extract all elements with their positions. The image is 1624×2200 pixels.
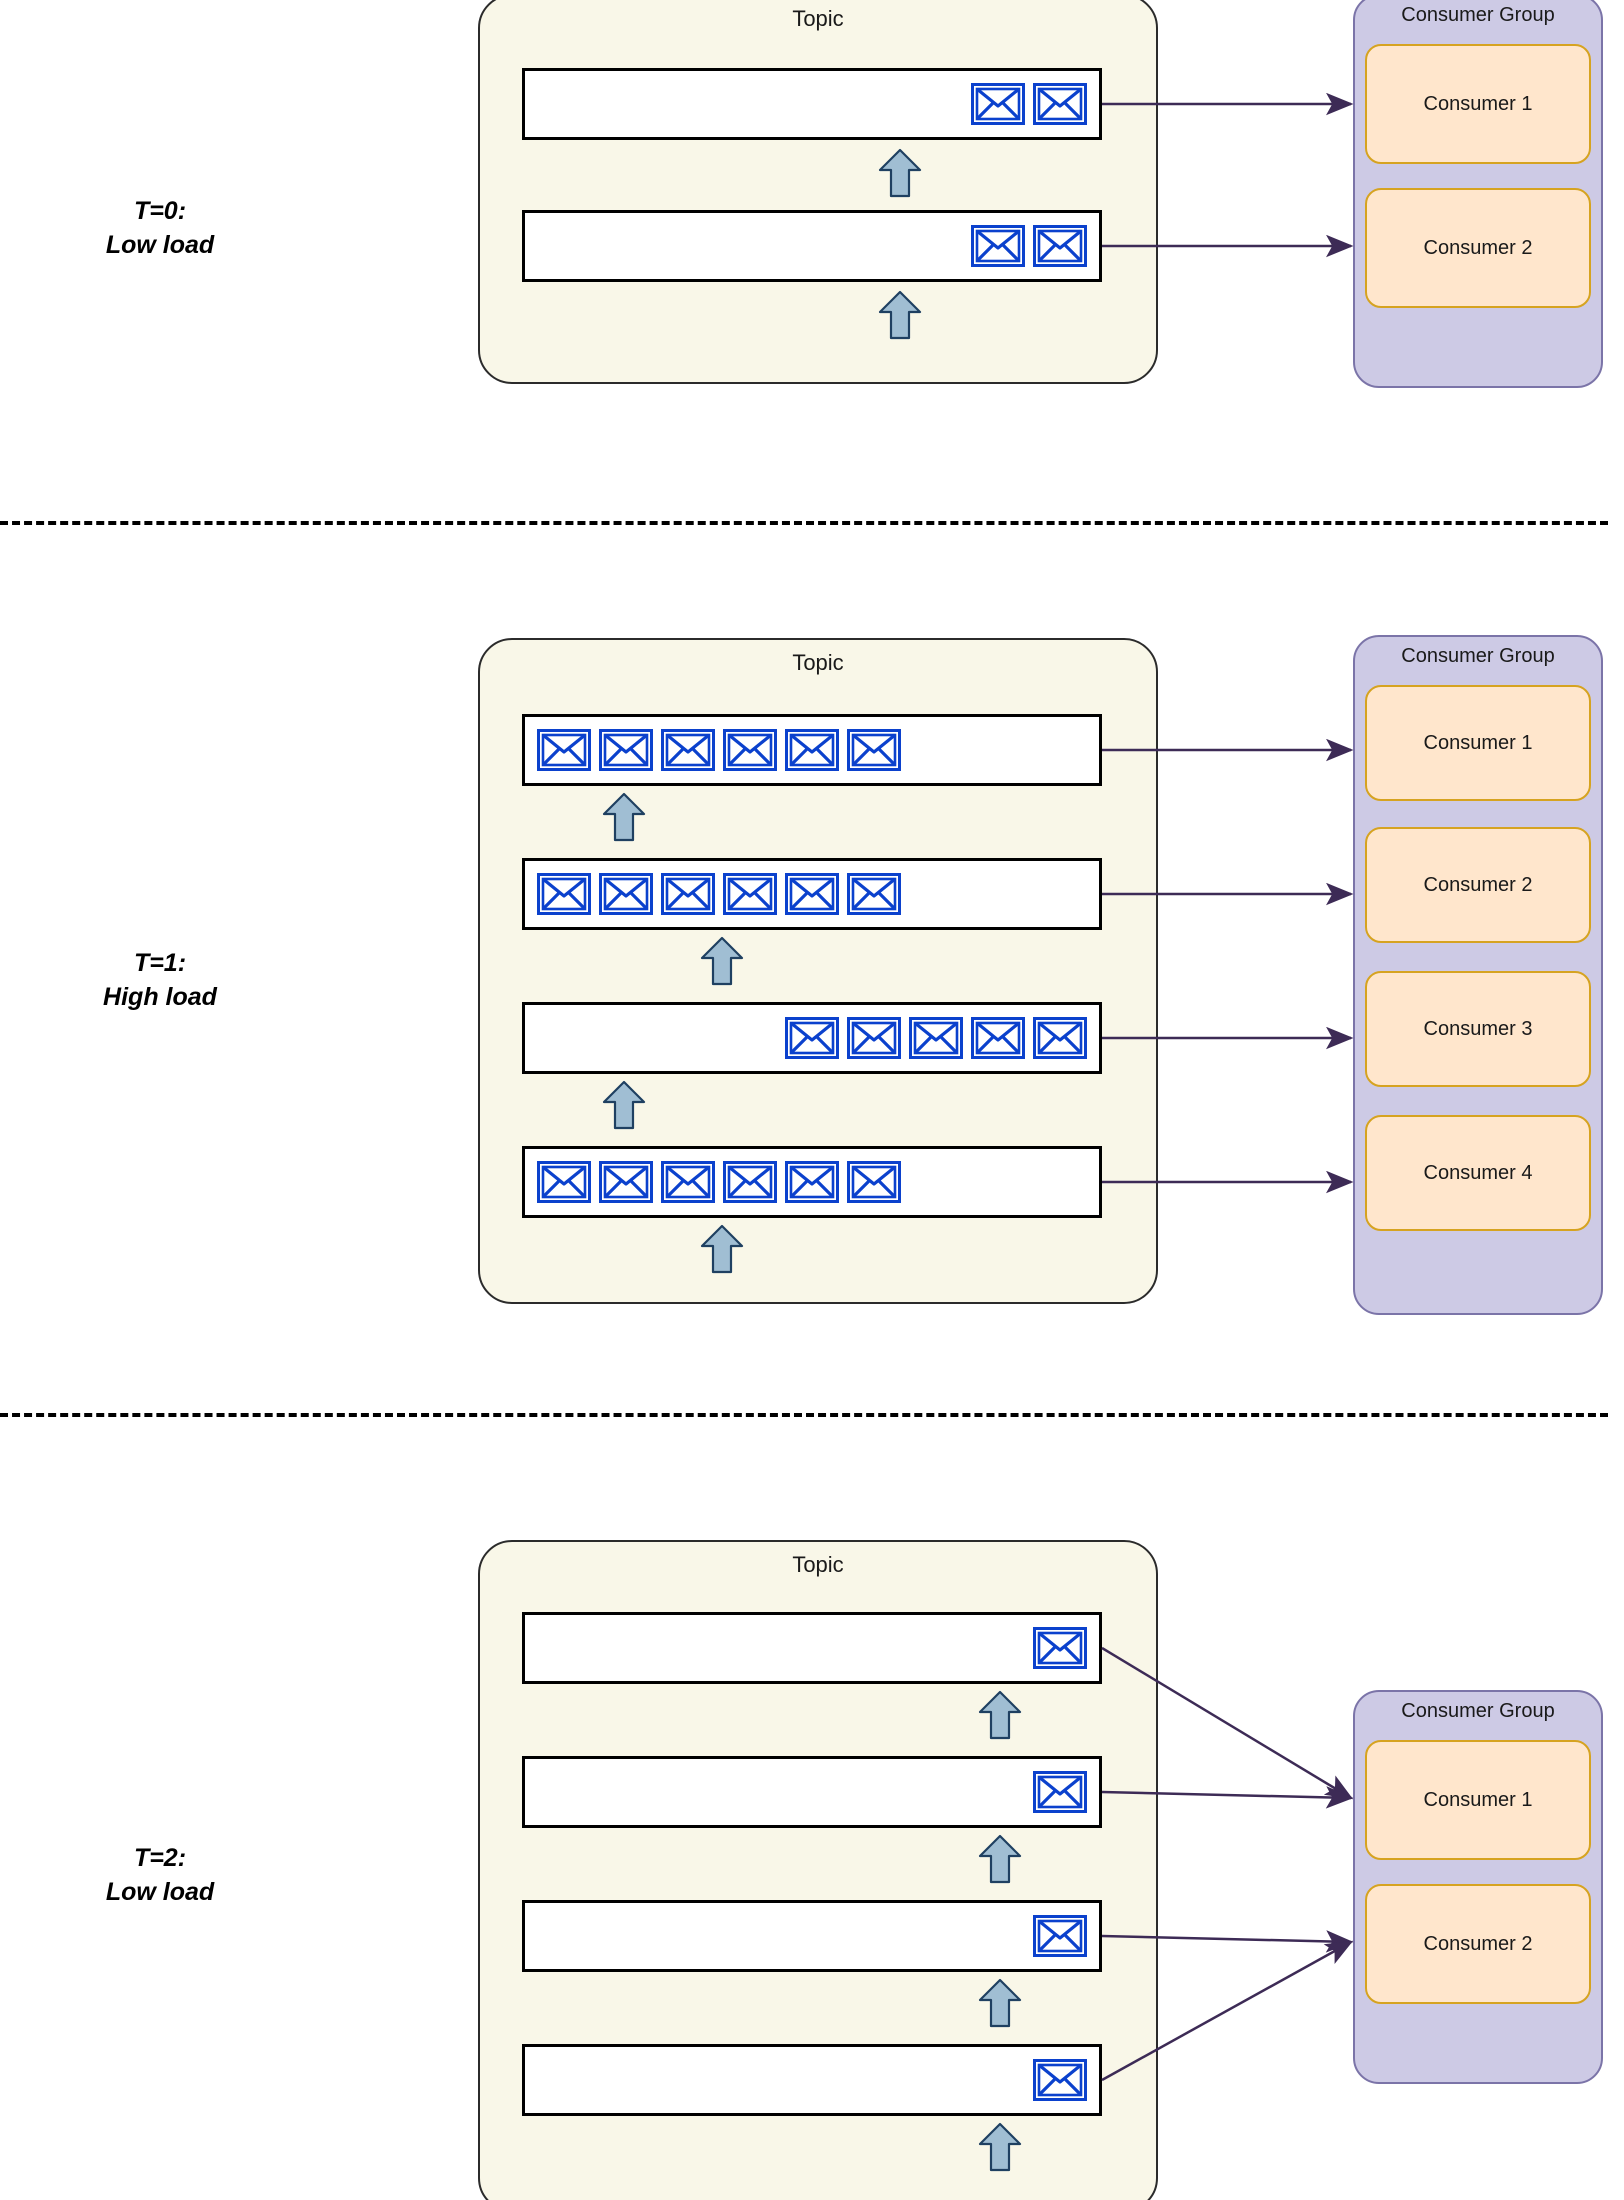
stage-label-t1: T=1: High load: [40, 947, 280, 1015]
envelope-icon: [537, 873, 591, 915]
consumer-group-title-t1: Consumer Group: [1401, 645, 1555, 667]
partition-row-t0-1: [522, 68, 1102, 140]
envelope-icon: [847, 1161, 901, 1203]
consumer-group-t0: Consumer Group Consumer 1 Consumer 2: [1353, 0, 1603, 388]
partition-row-t0-2: [522, 210, 1102, 282]
consumer-box[interactable]: Consumer 1: [1365, 1740, 1591, 1860]
producer-arrow: [878, 148, 922, 198]
envelope-icon: [847, 1017, 901, 1059]
consumer-label: Consumer 1: [1423, 92, 1533, 115]
envelope-icon: [599, 729, 653, 771]
topic-title-t0: Topic: [792, 6, 844, 31]
partition-row-t2-4: [522, 2044, 1102, 2116]
envelope-icon: [785, 729, 839, 771]
consumer-group-title-t2: Consumer Group: [1401, 1700, 1555, 1722]
partition-row-t1-3: [522, 1002, 1102, 1074]
envelope-icon: [785, 873, 839, 915]
consumer-group-t1: Consumer Group Consumer 1 Consumer 2 Con…: [1353, 635, 1603, 1315]
envelope-icon: [599, 873, 653, 915]
stage-label-t0: T=0: Low load: [40, 195, 280, 263]
envelope-icon: [537, 1161, 591, 1203]
stage-label-t0-line2: Low load: [105, 230, 215, 259]
stage-label-t1-line2: High load: [103, 982, 217, 1011]
stage-label-t2-line2: Low load: [105, 1877, 215, 1906]
producer-arrow: [978, 1834, 1022, 1884]
section-divider: [0, 521, 1608, 525]
partition-row-t1-1: [522, 714, 1102, 786]
consumer-label: Consumer 2: [1423, 1932, 1533, 1955]
consumer-box[interactable]: Consumer 4: [1365, 1115, 1591, 1231]
consumer-label: Consumer 2: [1423, 873, 1533, 896]
envelope-icon: [599, 1161, 653, 1203]
producer-arrow: [700, 1224, 744, 1274]
consumer-label: Consumer 1: [1423, 731, 1533, 754]
producer-arrow: [602, 792, 646, 842]
consumer-group-t2: Consumer Group Consumer 1 Consumer 2: [1353, 1690, 1603, 2084]
partition-row-t1-4: [522, 1146, 1102, 1218]
consumer-box[interactable]: Consumer 3: [1365, 971, 1591, 1087]
producer-arrow: [602, 1080, 646, 1130]
envelope-icon: [661, 1161, 715, 1203]
envelope-icon: [1033, 83, 1087, 125]
consumer-box[interactable]: Consumer 1: [1365, 685, 1591, 801]
topic-title-t2: Topic: [792, 1552, 844, 1577]
envelope-icon: [1033, 1627, 1087, 1669]
envelope-icon: [1033, 2059, 1087, 2101]
stage-label-t0-line1: T=0:: [133, 197, 187, 225]
consumer-box[interactable]: Consumer 2: [1365, 827, 1591, 943]
envelope-icon: [537, 729, 591, 771]
envelope-icon: [661, 729, 715, 771]
consumer-label: Consumer 1: [1423, 1788, 1533, 1811]
producer-arrow: [978, 1978, 1022, 2028]
envelope-icon: [723, 873, 777, 915]
consumer-group-title-t0: Consumer Group: [1401, 4, 1555, 26]
envelope-icon: [1033, 1017, 1087, 1059]
envelope-icon: [971, 225, 1025, 267]
envelope-icon: [909, 1017, 963, 1059]
producer-arrow: [978, 1690, 1022, 1740]
topic-box-t0: Topic: [478, 0, 1158, 384]
envelope-icon: [661, 873, 715, 915]
producer-arrow: [878, 290, 922, 340]
envelope-icon: [723, 1161, 777, 1203]
partition-row-t1-2: [522, 858, 1102, 930]
partition-row-t2-1: [522, 1612, 1102, 1684]
envelope-icon: [1033, 1915, 1087, 1957]
consumer-label: Consumer 4: [1423, 1161, 1533, 1184]
section-divider: [0, 1413, 1608, 1417]
partition-row-t2-2: [522, 1756, 1102, 1828]
envelope-icon: [785, 1017, 839, 1059]
envelope-icon: [1033, 225, 1087, 267]
consumer-box[interactable]: Consumer 2: [1365, 1884, 1591, 2004]
envelope-icon: [847, 873, 901, 915]
stage-label-t2: T=2: Low load: [40, 1842, 280, 1910]
producer-arrow: [700, 936, 744, 986]
stage-label-t1-line1: T=1:: [133, 949, 187, 977]
topic-title-t1: Topic: [792, 650, 844, 675]
producer-arrow: [978, 2122, 1022, 2172]
envelope-icon: [971, 1017, 1025, 1059]
partition-row-t2-3: [522, 1900, 1102, 1972]
envelope-icon: [785, 1161, 839, 1203]
consumer-label: Consumer 2: [1423, 236, 1533, 259]
envelope-icon: [847, 729, 901, 771]
envelope-icon: [723, 729, 777, 771]
envelope-icon: [971, 83, 1025, 125]
consumer-label: Consumer 3: [1423, 1017, 1533, 1040]
consumer-box[interactable]: Consumer 2: [1365, 188, 1591, 308]
envelope-icon: [1033, 1771, 1087, 1813]
consumer-box[interactable]: Consumer 1: [1365, 44, 1591, 164]
stage-label-t2-line1: T=2:: [133, 1844, 187, 1872]
